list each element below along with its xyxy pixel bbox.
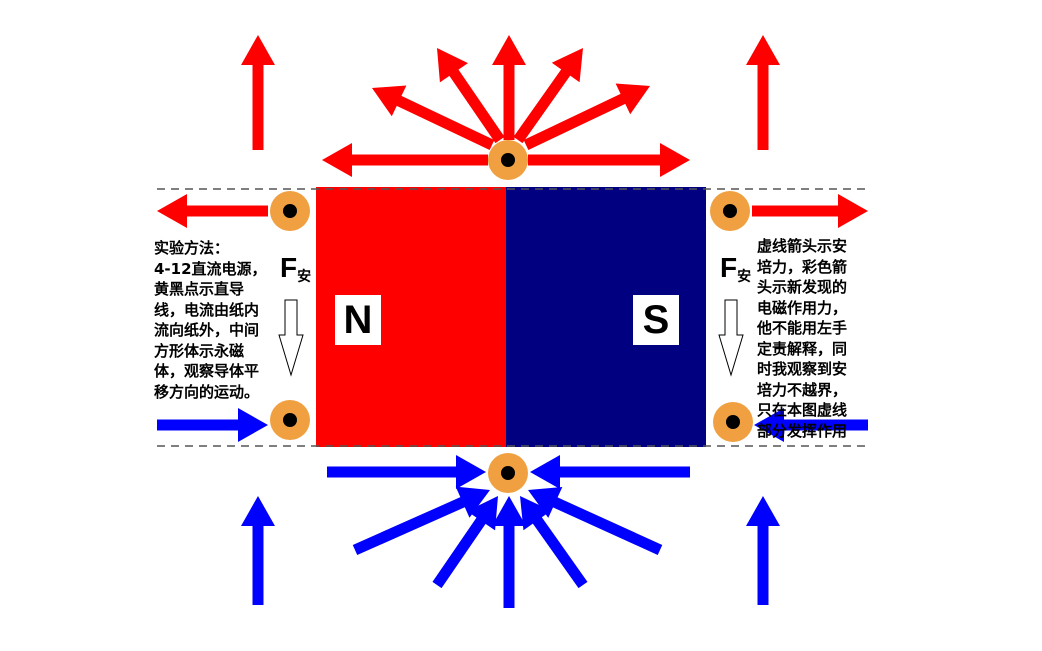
explanation-note: 虚线箭头示安 培力，彩色箭 头示新发现的 电磁作用力， 他不能用左手 定责解释，… (757, 237, 848, 440)
conductor-core (723, 204, 737, 218)
outward-arrow-side-left (241, 35, 275, 150)
conductor-top-right (710, 191, 750, 231)
inward-arrow-left (327, 455, 486, 489)
north-pole-label: N (335, 295, 381, 345)
outward-arrow-top-right (752, 194, 868, 228)
conductor-bottom (488, 453, 528, 493)
conductor-core (501, 153, 515, 167)
ampere-force-label-left: F安 (280, 252, 312, 285)
outward-arrow-up-left (372, 85, 495, 150)
conductor-bottom-right (713, 402, 753, 442)
outward-arrow-up-right-steep (513, 48, 583, 144)
outward-arrow-up-right (523, 83, 650, 150)
inward-arrow-from-lower-right-steep (520, 496, 588, 589)
inward-arrow-side-right (746, 496, 780, 605)
inward-arrow-from-lower-left-steep (432, 496, 498, 589)
outward-arrow-top-left (157, 194, 268, 228)
inward-arrow-from-lower-left (352, 486, 490, 556)
inward-arrow-side-left (241, 496, 275, 605)
outward-arrow-right (528, 143, 690, 177)
experiment-method-note: 实验方法： 4-12直流电源， 黄黑点示直导 线，电流由纸内 流向纸外，中间 方… (154, 239, 267, 401)
conductor-top (488, 140, 528, 180)
conductor-core (283, 413, 297, 427)
conductor-core (501, 466, 515, 480)
outward-arrow-up (492, 35, 526, 140)
conductor-bottom-left (270, 400, 310, 440)
outward-arrow-left (322, 143, 488, 177)
ampere-force-label-right: F安 (720, 252, 752, 285)
conductor-core (283, 204, 297, 218)
ampere-force-arrow-left (278, 299, 304, 377)
ampere-force-arrow-right (718, 299, 744, 377)
south-pole-label: S (633, 295, 679, 345)
conductor-core (726, 415, 740, 429)
inward-arrow-bottom-left (157, 408, 268, 442)
inward-arrow-from-lower-right (528, 486, 663, 556)
conductor-top-left (270, 191, 310, 231)
outward-arrow-side-right (746, 35, 780, 150)
inward-arrow-up (492, 496, 526, 608)
outward-arrow-up-left-steep (437, 48, 505, 144)
inward-arrow-right (530, 455, 690, 489)
inward-arrow-bottom-right (754, 408, 868, 442)
